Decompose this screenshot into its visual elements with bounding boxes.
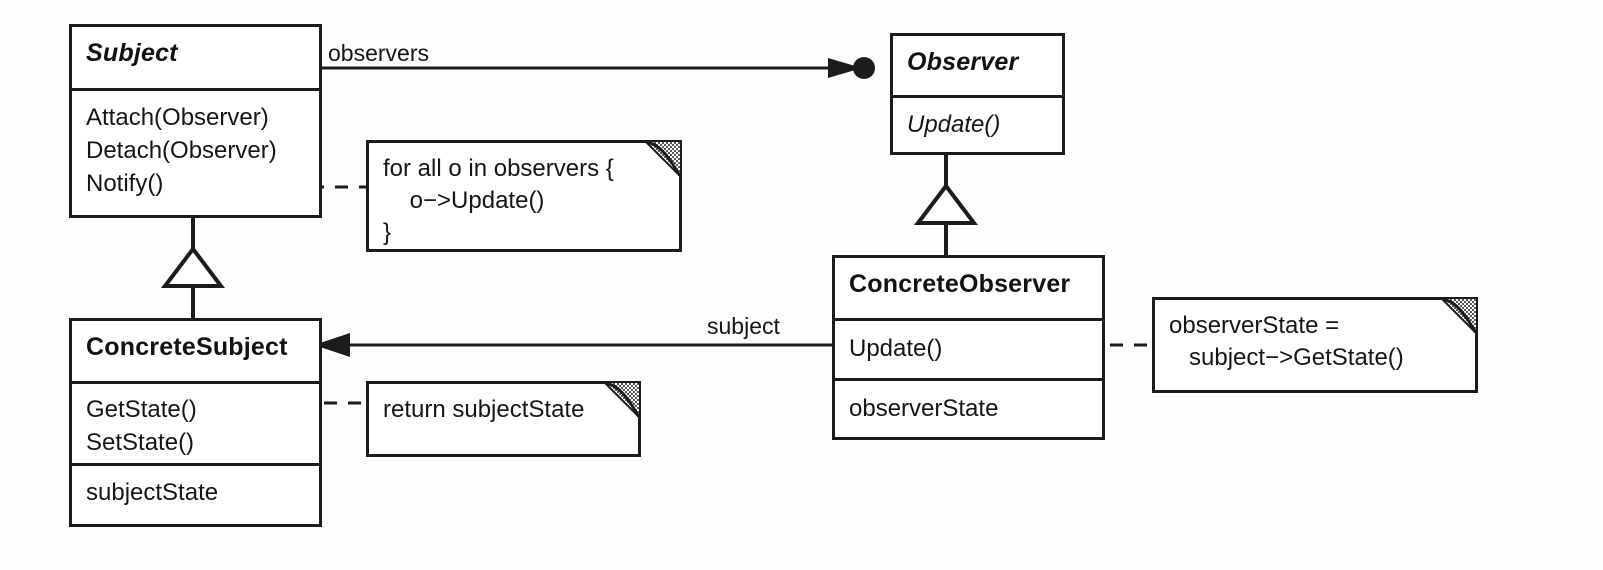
class-box-subject[interactable]: Subject Attach(Observer) Detach(Observer… (69, 24, 322, 218)
generalization-concretesubject-subject (160, 218, 226, 318)
class-name-concrete-subject: ConcreteSubject (86, 333, 288, 361)
class-box-concrete-subject[interactable]: ConcreteSubject GetState() SetState() su… (69, 318, 322, 527)
note-notify-line3: } (383, 219, 392, 246)
compartment-operations-observer: Update() (893, 95, 1062, 152)
operation-notify: Notify() (86, 170, 164, 197)
operation-attach: Attach(Observer) (86, 104, 269, 131)
class-box-observer[interactable]: Observer Update() (890, 33, 1065, 155)
compartment-name-concrete-observer: ConcreteObserver (835, 258, 1102, 318)
attribute-observer-state: observerState (849, 395, 999, 422)
operation-setstate: SetState() (86, 429, 195, 456)
compartment-operations-concrete-subject: GetState() SetState() (72, 381, 319, 463)
compartment-attributes-concrete-observer: observerState (835, 378, 1102, 437)
note-getstate[interactable]: return subjectState (366, 381, 641, 457)
note-notify[interactable]: for all o in observers { o−>Update() } (366, 140, 682, 252)
edge-label-observers: observers (328, 40, 429, 66)
attribute-subject-state: subjectState (86, 479, 219, 506)
class-name-observer: Observer (907, 48, 1019, 76)
note-getstate-line1: return subjectState (383, 396, 585, 423)
note-update-line2: subject−>GetState() (1169, 344, 1404, 371)
class-box-concrete-observer[interactable]: ConcreteObserver Update() observerState (832, 255, 1105, 440)
compartment-operations-concrete-observer: Update() (835, 318, 1102, 378)
compartment-name-subject: Subject (72, 27, 319, 88)
compartment-operations-subject: Attach(Observer) Detach(Observer) Notify… (72, 88, 319, 218)
note-notify-line1: for all o in observers { (383, 155, 614, 182)
operation-update-abstract: Update() (907, 111, 1001, 138)
note-update-line1: observerState = (1169, 312, 1340, 339)
operation-detach: Detach(Observer) (86, 137, 277, 164)
class-name-concrete-observer: ConcreteObserver (849, 270, 1071, 298)
edge-label-subject: subject (707, 313, 780, 339)
operation-update: Update() (849, 335, 943, 362)
note-update[interactable]: observerState = subject−>GetState() (1152, 297, 1478, 393)
generalization-concreteobserver-observer (913, 155, 979, 255)
compartment-attributes-concrete-subject: subjectState (72, 463, 319, 524)
note-notify-line2: o−>Update() (383, 187, 545, 214)
compartment-name-concrete-subject: ConcreteSubject (72, 321, 319, 381)
operation-getstate: GetState() (86, 396, 197, 423)
class-name-subject: Subject (86, 39, 178, 67)
compartment-name-observer: Observer (893, 36, 1062, 95)
